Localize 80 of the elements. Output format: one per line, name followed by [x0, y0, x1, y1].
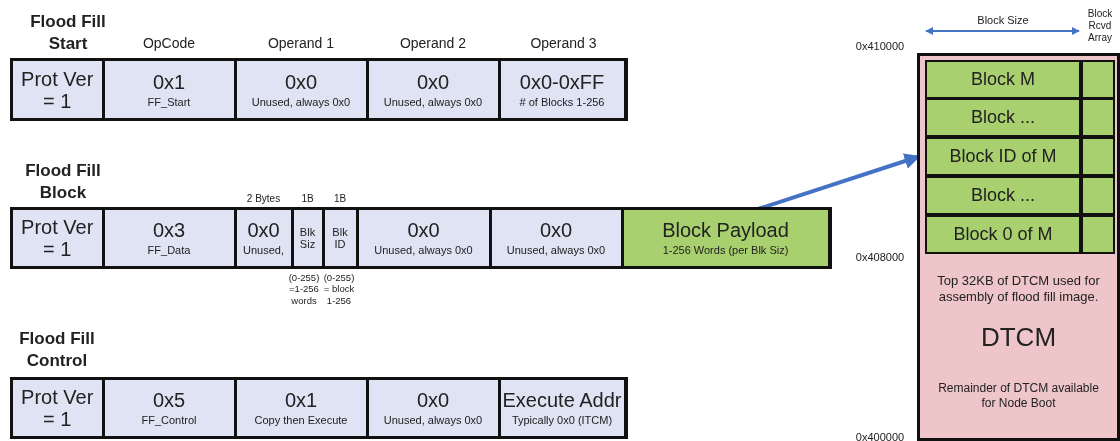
- memory-block: Block ID of M: [925, 137, 1081, 176]
- field-cell: [13, 210, 102, 266]
- field-value: 0x1: [284, 389, 318, 412]
- status-cell: [1081, 215, 1115, 254]
- size-label: 1B: [332, 193, 348, 205]
- address-label: 0x400000: [854, 431, 906, 441]
- field-cell: [500, 380, 624, 436]
- field-cell: [104, 61, 234, 118]
- field-note: FF_Control: [141, 414, 197, 427]
- field-cell: [104, 210, 234, 266]
- field-value: Execute Addr: [502, 389, 622, 412]
- field-note: Unused, always 0x0: [251, 95, 351, 109]
- field-value: Block Payload: [662, 219, 789, 242]
- field-cell: [236, 380, 366, 436]
- region-title: DTCM: [979, 321, 1058, 354]
- size-label: 1B: [300, 193, 315, 205]
- field-note: Unused, always 0x0: [383, 414, 483, 427]
- field-note: FF_Start: [147, 95, 191, 109]
- field-note: Copy then Execute: [254, 414, 348, 427]
- field-note: # of Blocks 1-256: [519, 95, 605, 109]
- column-header: Operand 3: [529, 35, 598, 52]
- field-value: 0x5: [152, 389, 186, 412]
- field-value: Blk ID: [331, 225, 349, 251]
- field-value: 0x3: [152, 219, 186, 242]
- column-header: OpCode: [141, 35, 197, 52]
- field-note: FF_Data: [147, 244, 191, 257]
- field-cell: [324, 210, 356, 266]
- memory-block: Block ...: [925, 98, 1081, 137]
- field-note: Unused,: [243, 244, 284, 257]
- field-value: Prot Ver = 1: [20, 67, 95, 112]
- field-cell: [368, 380, 498, 436]
- field-value: 0x1: [152, 70, 186, 93]
- field-value: 0x0: [407, 219, 440, 242]
- column-label: Block Rcvd Array: [1086, 8, 1114, 44]
- field-value: 0x0: [416, 389, 450, 412]
- address-label: 0x410000: [854, 40, 906, 54]
- field-note: (0-255) =1-256 words: [287, 272, 321, 307]
- field-cell: [500, 61, 624, 118]
- field-note: Unused, always 0x0: [383, 95, 483, 109]
- field-note: Unused, always 0x0: [506, 244, 606, 257]
- field-cell: [236, 61, 366, 118]
- field-cell: [358, 210, 489, 266]
- field-cell: [104, 380, 234, 436]
- field-cell: [623, 210, 828, 266]
- field-value: 0x0: [539, 219, 573, 242]
- dimension-label: Block Size: [976, 14, 1030, 28]
- packet-heading: Flood Fill Start: [29, 11, 107, 56]
- field-note: (0-255) = block 1-256: [322, 272, 356, 307]
- field-value: 0x0-0xFF: [519, 70, 605, 93]
- field-note: Typically 0x0 (ITCM): [511, 414, 613, 427]
- field-value: Prot Ver = 1: [20, 386, 95, 430]
- field-value: Prot Ver = 1: [20, 216, 95, 260]
- field-value: 0x0: [247, 219, 280, 242]
- status-cell: [1081, 60, 1115, 99]
- column-header: Operand 1: [266, 35, 336, 52]
- field-note: Unused, always 0x0: [374, 244, 473, 257]
- memory-note: Remainder of DTCM available for Node Boot: [937, 381, 1100, 411]
- size-label: 2 Bytes: [245, 193, 282, 205]
- memory-block: Block ...: [925, 176, 1081, 215]
- column-header: Operand 2: [398, 35, 468, 52]
- packet-heading: Flood Fill Control: [18, 328, 96, 373]
- status-cell: [1081, 137, 1115, 176]
- memory-note: Top 32KB of DTCM used for assembly of flood fill image.: [936, 273, 1101, 306]
- packet-heading: Flood Fill Block: [24, 160, 102, 205]
- field-value: 0x0: [284, 70, 318, 93]
- memory-block: Block M: [925, 60, 1081, 99]
- field-cell: [13, 61, 102, 118]
- field-cell: [368, 61, 498, 118]
- field-cell: [236, 210, 291, 266]
- field-note: 1-256 Words (per Blk Siz): [662, 244, 789, 257]
- status-cell: [1081, 176, 1115, 215]
- field-cell: [13, 380, 102, 436]
- address-label: 0x408000: [854, 251, 906, 265]
- field-cell: [491, 210, 621, 266]
- field-value: 0x0: [416, 70, 450, 93]
- field-cell: [293, 210, 322, 266]
- field-value: Blk Siz: [298, 225, 317, 251]
- memory-region: [917, 53, 1120, 441]
- memory-block: Block 0 of M: [925, 215, 1081, 254]
- status-cell: [1081, 98, 1115, 137]
